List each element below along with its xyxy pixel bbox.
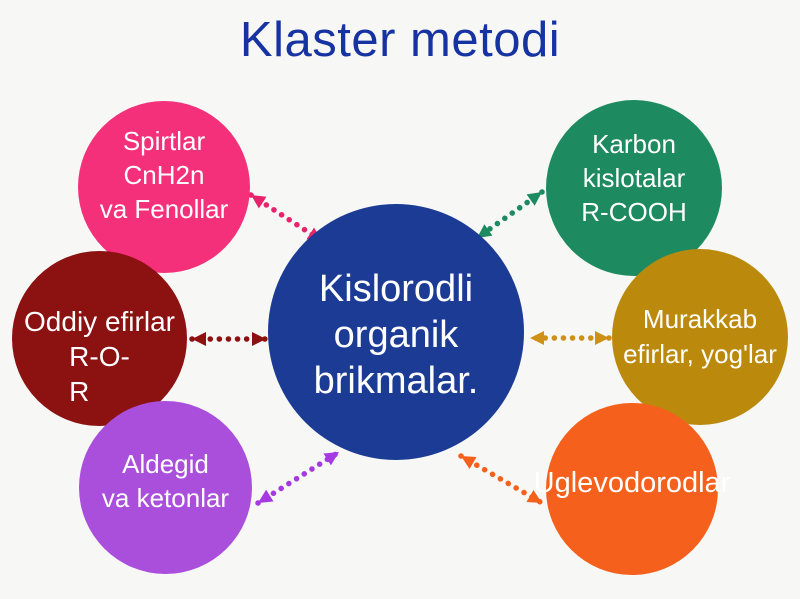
- circle-oddiy-efirlar: Oddiy efirlar R-O- R: [12, 251, 187, 426]
- circle-aldegid-ketonlar: Aldegid va ketonlar: [79, 401, 252, 574]
- page-title: Klaster metodi: [239, 13, 561, 67]
- circle-label-line: organik: [333, 314, 459, 357]
- circle-label-line: R-COOH: [581, 196, 687, 227]
- circle-label-line: R-O-: [69, 340, 130, 372]
- circle-label-line: brikmalar.: [313, 359, 479, 402]
- arrow-markaz-karbon: [474, 189, 545, 241]
- circle-uglevodorodlar: Uglevodorodlar: [534, 403, 730, 575]
- circle-karbon-kislotalar: Karbon kislotalar R-COOH: [546, 100, 722, 276]
- circle-murakkab-efirlar: Murakkab efirlar, yog'lar: [612, 249, 788, 425]
- circle-markaz: Kislorodli organik brikmalar.: [268, 204, 524, 460]
- circle-label-line: efirlar, yog'lar: [623, 339, 777, 369]
- circle-spirtlar: Spirtlar CnH2n va Fenollar: [78, 101, 250, 273]
- circle-label-line: Karbon: [592, 129, 676, 160]
- circle-label-line: Oddiy efirlar: [24, 305, 175, 337]
- circle-label-line: CnH2n: [123, 160, 205, 191]
- circle-label-sublines: R-O- R: [69, 339, 130, 410]
- circle-label-line: kislotalar: [582, 163, 686, 194]
- circle-label-line: Spirtlar: [122, 126, 206, 157]
- circle-label-line: Uglevodorodlar: [533, 467, 731, 500]
- circle-label-line: va Fenollar: [99, 193, 229, 224]
- circle-label-line: Kislorodli: [318, 268, 474, 311]
- circle-label-line: R: [69, 376, 90, 408]
- circle-label-line: Aldegid: [122, 448, 209, 479]
- circle-label-line: va ketonlar: [101, 482, 230, 513]
- circle-label-line: Murakkab: [642, 303, 758, 334]
- arrow-markaz-uglevodorodlar: [458, 453, 545, 506]
- arrow-markaz-aldegid: [255, 449, 342, 506]
- arrow-markaz-spirtlar: [248, 192, 325, 244]
